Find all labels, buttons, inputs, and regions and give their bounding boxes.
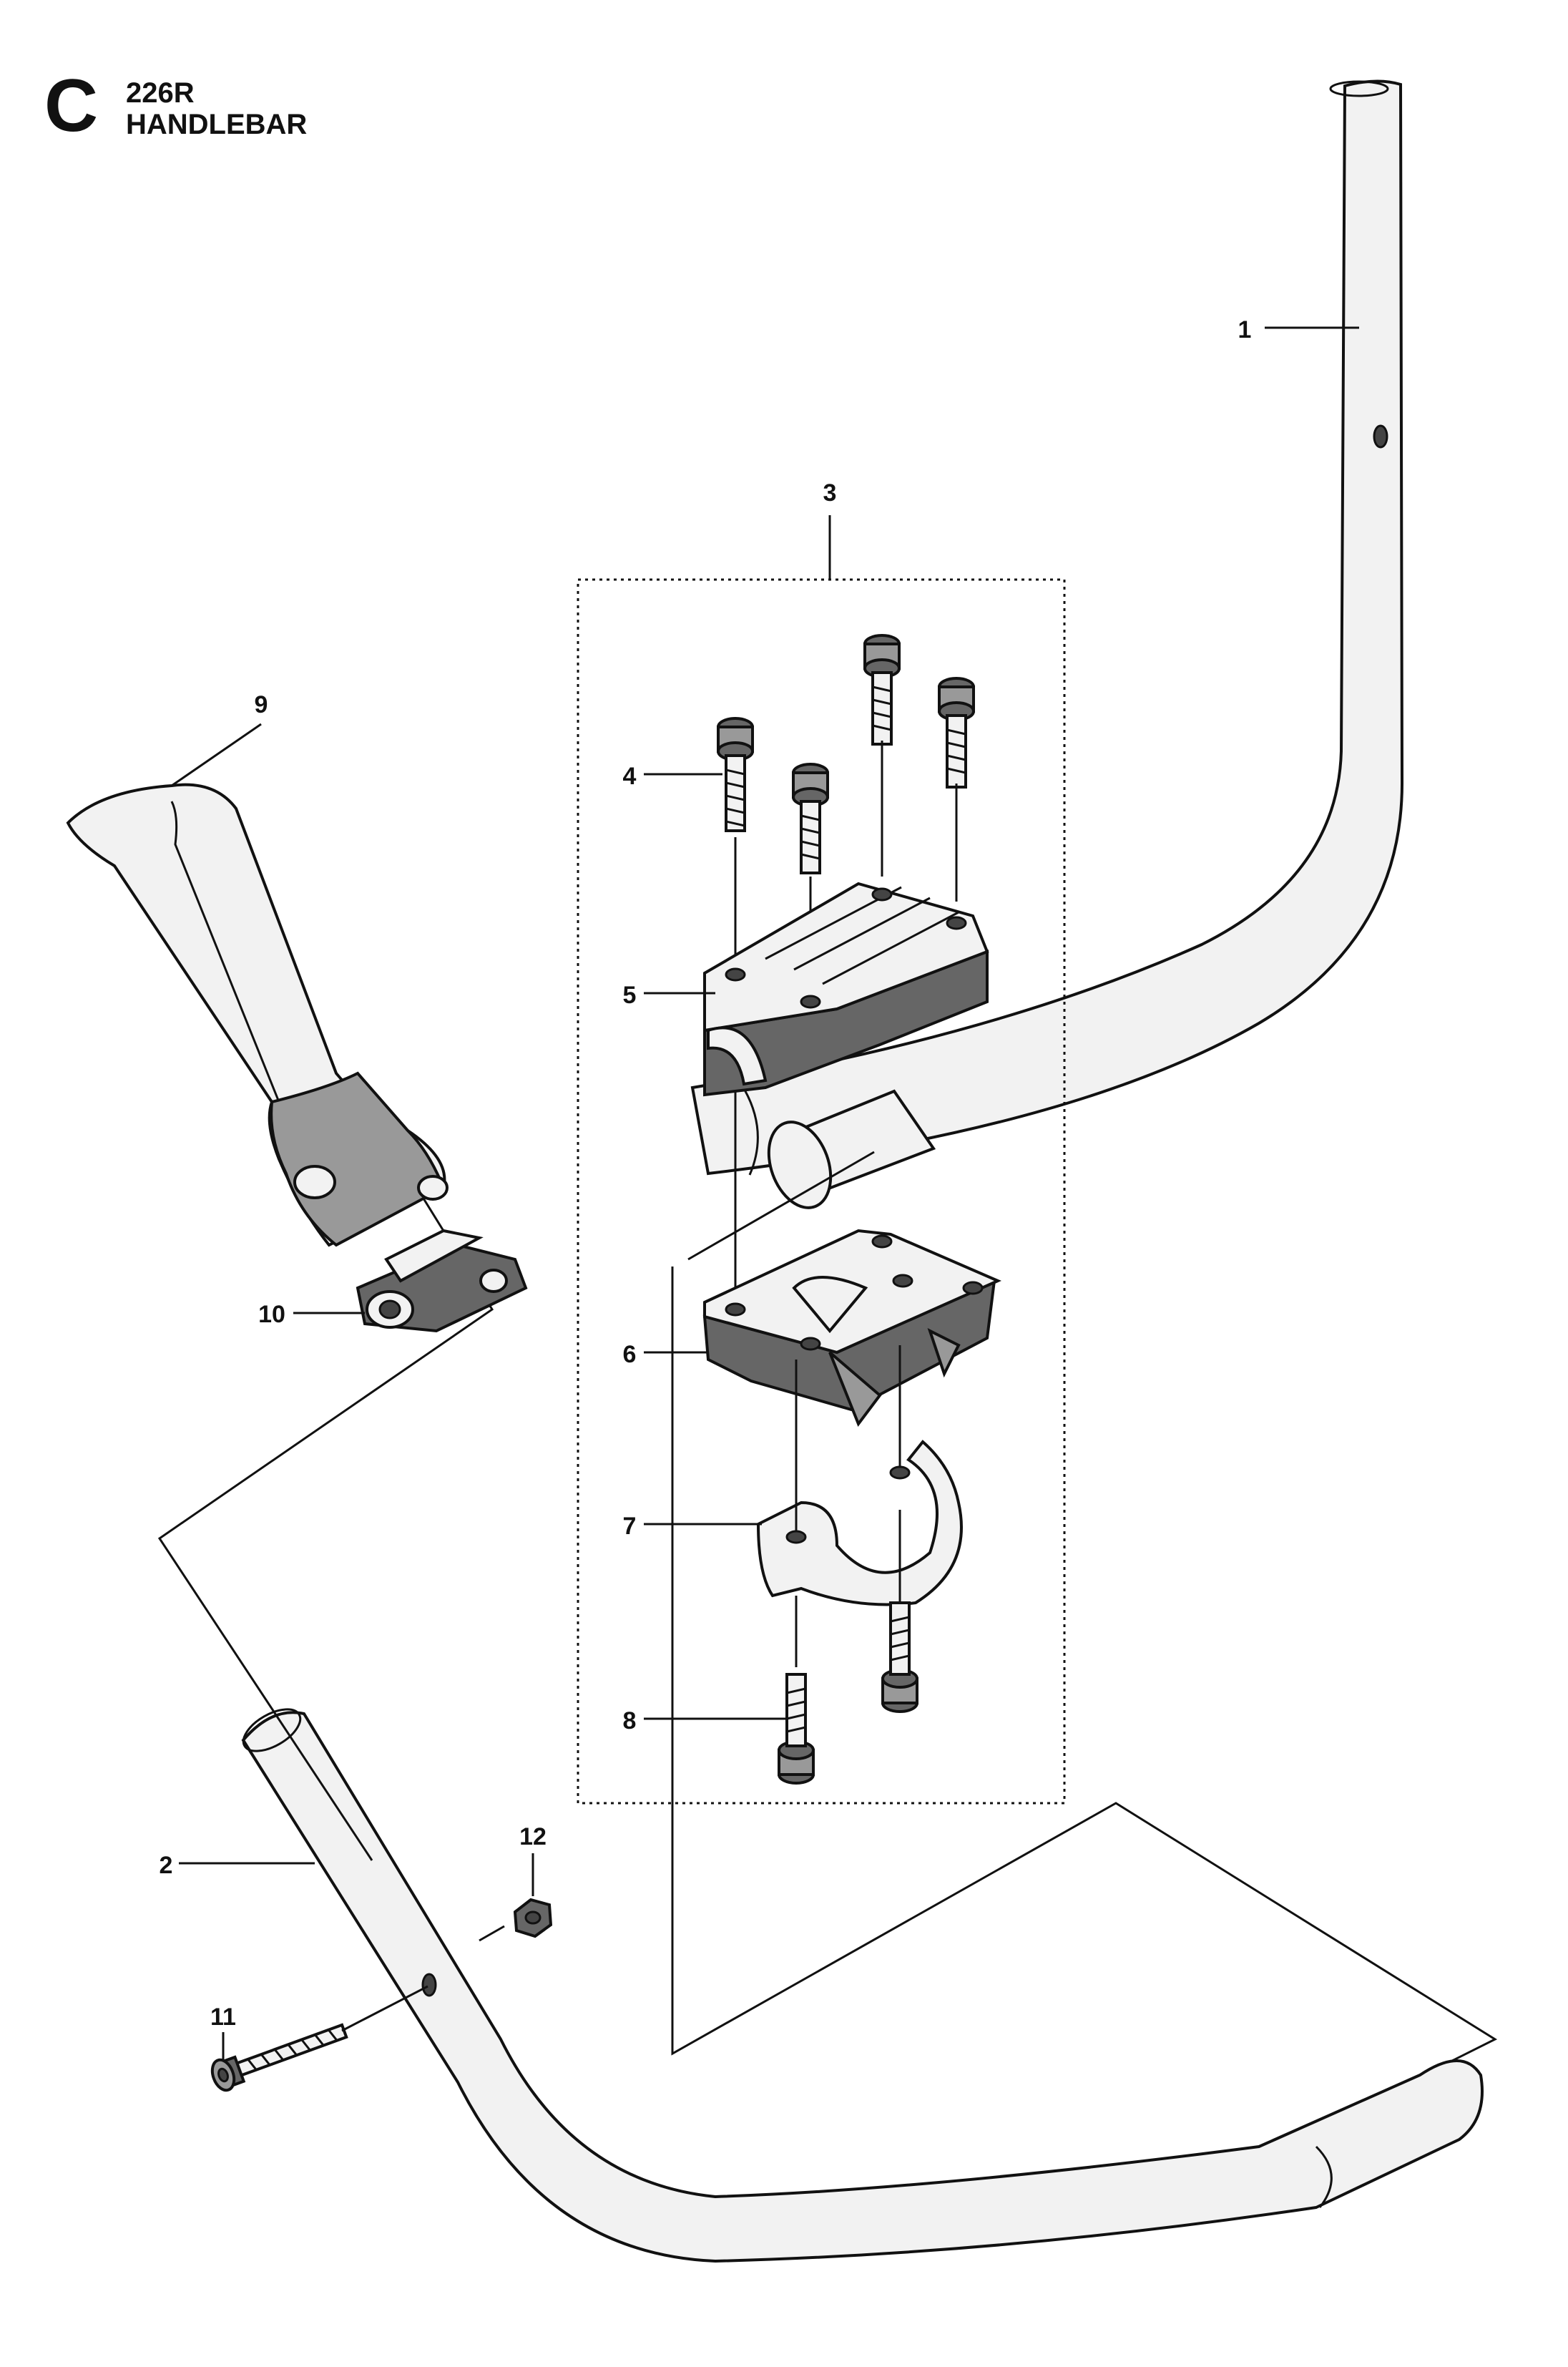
part-8-screws — [778, 1601, 918, 1785]
part-10-grip-clamp — [356, 1229, 528, 1333]
screw — [778, 1673, 815, 1785]
screw — [863, 634, 901, 746]
screw — [881, 1601, 918, 1713]
model-number: 226R — [126, 77, 195, 109]
callout-6: 6 — [623, 1341, 637, 1368]
part-5-upper-clamp — [703, 882, 989, 1097]
part-6-lower-clamp — [702, 1229, 1001, 1427]
screw — [938, 677, 975, 789]
screw — [717, 717, 754, 832]
callout-10: 10 — [258, 1301, 285, 1328]
callout-5: 5 — [623, 982, 637, 1009]
callout-1: 1 — [1238, 316, 1252, 343]
part-9-handle-grip — [66, 783, 449, 1247]
callout-labels: 1 2 3 4 5 6 7 8 9 10 11 12 — [160, 316, 1252, 2031]
callout-11: 11 — [210, 2004, 236, 2031]
part-1-handlebar-tube — [690, 79, 1404, 1209]
callout-12: 12 — [519, 1823, 547, 1850]
part-3-clamp-kit-box — [577, 515, 1066, 1805]
callout-7: 7 — [623, 1513, 637, 1540]
callout-3: 3 — [823, 479, 837, 507]
callout-4: 4 — [623, 763, 637, 790]
callout-leaders — [171, 326, 1359, 2061]
part-11-bolt — [210, 1985, 428, 2092]
part-12-nut — [479, 1898, 553, 1942]
callout-2: 2 — [160, 1852, 173, 1879]
page-title: HANDLEBAR — [126, 109, 308, 140]
part-7-clamp-half — [756, 1345, 963, 1667]
section-letter: C — [44, 64, 99, 147]
part-2-handlebar-tube — [241, 1708, 1484, 2263]
callout-8: 8 — [623, 1707, 637, 1734]
callout-9: 9 — [255, 691, 268, 718]
part-4-screws — [717, 634, 975, 1317]
screw — [792, 763, 829, 874]
